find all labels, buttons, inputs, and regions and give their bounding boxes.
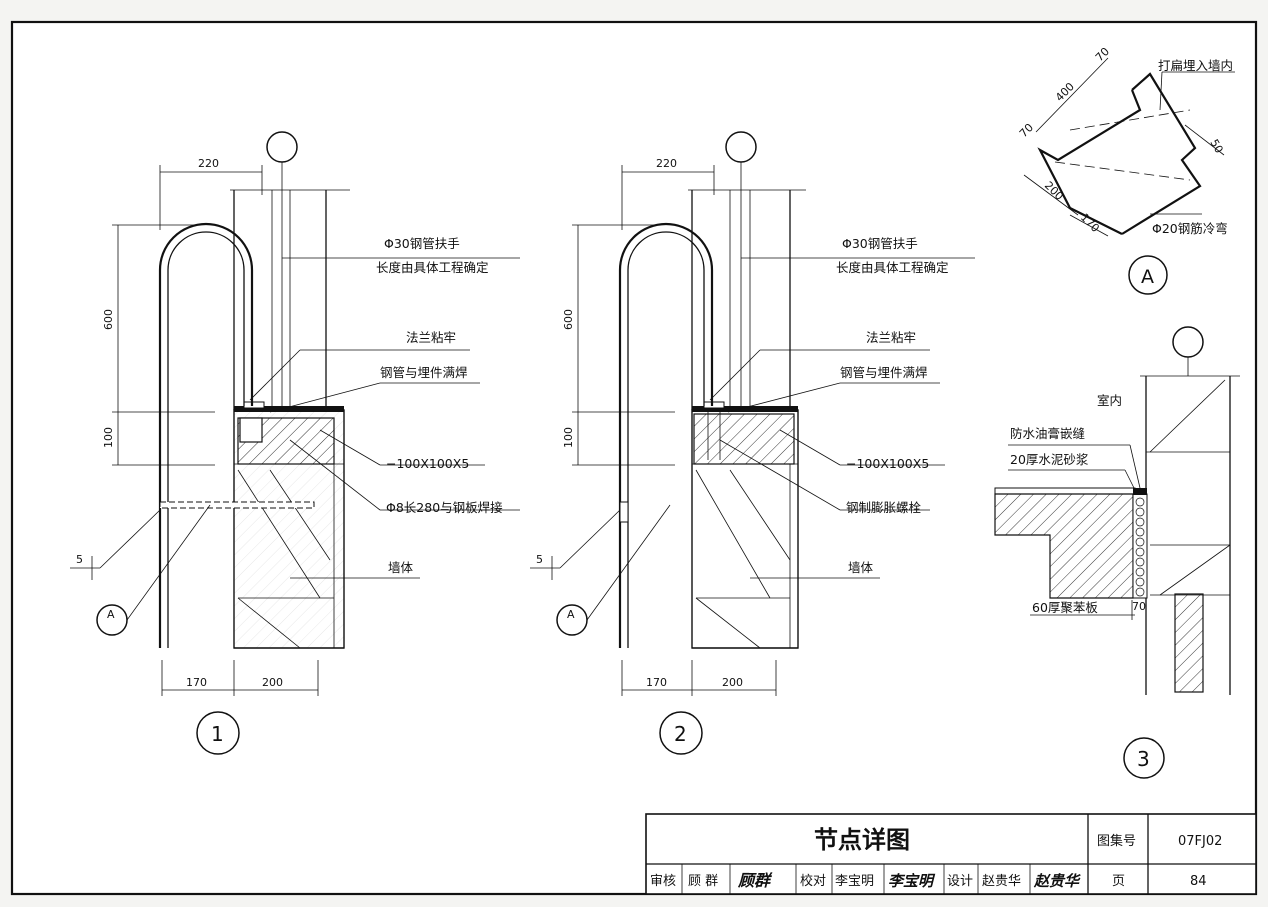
label-plate: −100X100X5 [386, 456, 469, 471]
label-handrail-2: Φ30钢管扶手 [842, 236, 918, 251]
label-flange: 法兰粘牢 [406, 330, 456, 345]
dim-5-2: 5 [536, 553, 543, 566]
detail-3: 室内 防水油膏嵌缝 20厚水泥砂浆 60厚聚苯板 70 3 [994, 326, 1240, 779]
check-label: 校对 [800, 873, 826, 889]
dim-170-2: 170 [646, 676, 667, 689]
page-label: 页 [1112, 874, 1125, 889]
label-wall-2: 墙体 [848, 560, 874, 575]
review-label: 审核 [650, 874, 676, 889]
embedded-block-2 [693, 413, 795, 465]
label-weld-2: 钢管与埋件满焊 [840, 365, 928, 380]
detail-a: 70 400 70 200 170 50 打扁埋入墙内 Φ20钢筋冷弯 A [1017, 45, 1235, 295]
ref-a: A [107, 608, 115, 621]
label-rebar-a: Φ20钢筋冷弯 [1152, 221, 1228, 236]
label-mortar: 20厚水泥砂浆 [1010, 452, 1089, 467]
detail-2: 220 600 100 170 200 5 A Φ30钢管扶手 长度由具体工程确… [530, 131, 975, 755]
label-handrail: Φ30钢管扶手 [384, 236, 460, 251]
dim-100: 100 [102, 427, 115, 448]
detail-number-a: A [1141, 266, 1154, 288]
dim-600: 600 [102, 309, 115, 330]
dim-220: 220 [198, 157, 219, 170]
label-flange-2: 法兰粘牢 [866, 330, 916, 345]
detail-1: 220 600 100 170 200 5 A Φ30钢管扶手 长度由具体工 [70, 131, 520, 755]
check-name: 李宝明 [835, 874, 874, 889]
dim-100-2: 100 [562, 427, 575, 448]
dim-200-2: 200 [722, 676, 743, 689]
label-embed: 打扁埋入墙内 [1158, 58, 1233, 73]
page-number: 84 [1190, 874, 1207, 889]
dim-220-2: 220 [656, 157, 677, 170]
label-bolt: 钢制膨胀螺栓 [846, 500, 922, 515]
axis-bubble [266, 131, 298, 163]
atlas-number: 07FJ02 [1178, 834, 1222, 849]
title-block: 节点详图 图集号 07FJ02 页 84 审核 顾 群 顾群 校对 李宝明 李宝… [645, 813, 1257, 895]
label-handrail-length-2: 长度由具体工程确定 [836, 260, 949, 275]
label-weld: 钢管与埋件满焊 [380, 365, 468, 380]
ref-a-2: A [567, 608, 575, 621]
drawing-title: 节点详图 [814, 826, 910, 854]
detail-number-2: 2 [674, 722, 687, 746]
design-signature: 赵贵华 [1033, 872, 1081, 890]
label-sealant: 防水油膏嵌缝 [1010, 426, 1085, 441]
dim-600-2: 600 [562, 309, 575, 330]
review-name: 顾 群 [688, 874, 718, 889]
design-name: 赵贵华 [982, 874, 1021, 889]
detail-number-3: 3 [1137, 747, 1150, 771]
dim-5: 5 [76, 553, 83, 566]
dim-200: 200 [262, 676, 283, 689]
check-signature: 李宝明 [888, 872, 936, 890]
label-foam: 60厚聚苯板 [1032, 600, 1098, 615]
detail-number-1: 1 [211, 722, 224, 746]
dim-170: 170 [186, 676, 207, 689]
review-signature: 顾群 [737, 871, 773, 890]
label-handrail-length: 长度由具体工程确定 [376, 260, 489, 275]
dim-3-70: 70 [1132, 600, 1146, 613]
label-plate-2: −100X100X5 [846, 456, 929, 471]
label-rebar: Φ8长280与钢板焊接 [386, 500, 503, 515]
label-indoor: 室内 [1097, 393, 1122, 408]
dim-a-50: 50 [1207, 137, 1225, 156]
design-label: 设计 [947, 874, 973, 889]
atlas-label: 图集号 [1097, 833, 1136, 849]
label-wall: 墙体 [388, 560, 414, 575]
